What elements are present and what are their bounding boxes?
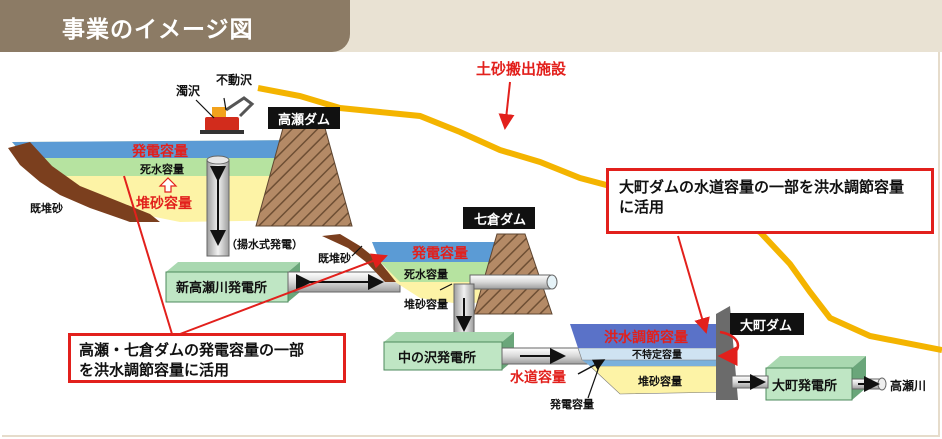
callout-right-pointer xyxy=(677,235,710,334)
takase-existing-sediment-label: 既堆砂 xyxy=(30,201,63,215)
shintakase-plant-label: 新高瀬川発電所 xyxy=(176,280,267,296)
nanakura-reservoir-power xyxy=(372,242,510,262)
nanakura-outlet-pipe xyxy=(469,274,551,290)
water-supply-capacity-label: 水道容量 xyxy=(510,369,566,386)
takase-reservoir-power xyxy=(12,140,300,158)
omachi-dam-label-box xyxy=(730,313,804,335)
nanakura-dam-label-box xyxy=(463,207,535,229)
takase-river-label: 高瀬川 xyxy=(890,378,926,393)
takase-nanakura-callout-line2: を洪水調節容量に活用 xyxy=(79,361,230,379)
takase-sediment-capacity-label: 堆砂容量 xyxy=(136,195,192,212)
takase-nanakura-callout-line1: 高瀬・七倉ダムの発電容量の一部 xyxy=(79,341,305,359)
title-tab: 事業のイメージ図 xyxy=(0,0,350,52)
omachi-callout-line2: に活用 xyxy=(619,198,665,216)
nigorisawa-label: 濁沢 xyxy=(176,83,201,98)
flood-curve-arrow xyxy=(717,330,740,366)
takase-reservoir-dead xyxy=(26,158,300,176)
takase-power-capacity-label: 発電容量 xyxy=(131,143,188,160)
omachi-reservoir-flood xyxy=(570,324,730,348)
nanakura-sediment-capacity-label: 堆砂容量 xyxy=(404,297,448,311)
takase-dam-label-box xyxy=(268,107,340,129)
takase-nanakura-callout: 高瀬・七倉ダムの発電容量の一部 を洪水調節容量に活用 xyxy=(68,333,346,383)
callout-left-pointer-b xyxy=(179,253,388,335)
existing-sediment-2-pointer xyxy=(351,245,363,257)
nanakura-sediment-pointer xyxy=(439,283,453,291)
omachi-plant-label: 大町発電所 xyxy=(772,378,837,394)
page-title: 事業のイメージ図 xyxy=(62,17,254,43)
omachi-callout-line1: 大町ダムの水道容量の一部を洪水調節容量 xyxy=(619,178,905,196)
diagram-frame xyxy=(2,52,940,437)
sediment-facility-pointer xyxy=(498,81,515,130)
fudosawa-label: 不動沢 xyxy=(216,72,253,87)
nanakura-power-capacity-label: 発電容量 xyxy=(411,245,468,262)
omachi-dam-label: 大町ダム xyxy=(740,318,792,334)
nanakura-dam-label: 七倉ダム xyxy=(474,212,526,228)
omachi-power-capacity-label: 発電容量 xyxy=(549,397,594,411)
nanakura-dead-capacity-label: 死水容量 xyxy=(404,267,448,281)
pumped-storage-label: （揚水式発電） xyxy=(226,237,303,251)
excavator-icon xyxy=(200,96,255,134)
nanakura-existing-sediment-label: 既堆砂 xyxy=(318,251,351,265)
omachi-callout: 大町ダムの水道容量の一部を洪水調節容量 に活用 xyxy=(606,168,934,234)
takase-existing-sediment xyxy=(8,142,160,222)
nakanosawa-plant-box xyxy=(383,332,514,371)
nigorisawa-pointer xyxy=(195,99,215,119)
takase-dead-capacity-label: 死水容量 xyxy=(140,162,184,176)
nakanosawa-plant-label: 中の沢発電所 xyxy=(398,350,476,366)
fudosawa-pointer xyxy=(223,97,227,111)
unspecified-capacity-label: 不特定容量 xyxy=(632,348,682,361)
water-supply-pointer xyxy=(577,359,606,375)
rise-arrow xyxy=(158,177,178,193)
omachi-reservoir-power xyxy=(582,360,730,366)
omachi-power-pointer xyxy=(587,363,601,399)
callout-left-pointer-a xyxy=(123,175,173,335)
omachi-sediment-capacity-label: 堆砂容量 xyxy=(638,374,682,388)
takase-dam-label: 高瀬ダム xyxy=(278,112,330,128)
sediment-facility-label: 土砂搬出施設 xyxy=(476,60,567,78)
flood-capacity-label: 洪水調節容量 xyxy=(604,329,688,346)
nanakura-existing-sediment xyxy=(322,234,396,282)
